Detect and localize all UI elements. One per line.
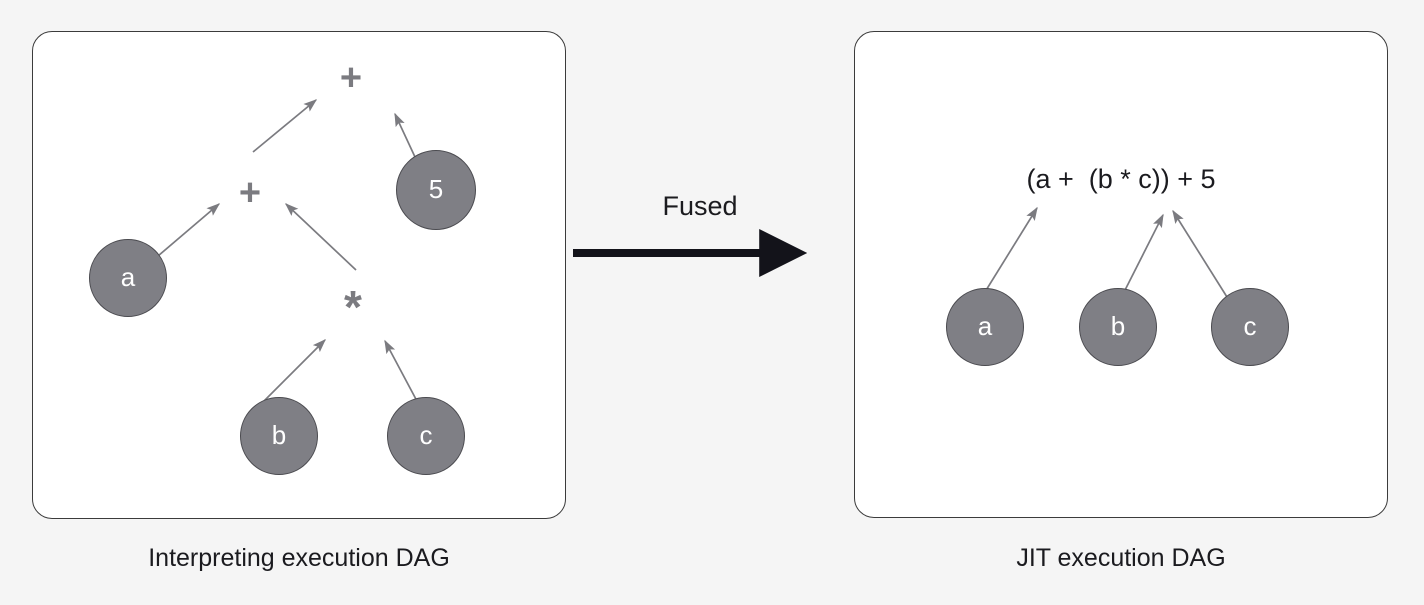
node-c-left-label: c bbox=[419, 420, 433, 450]
fused-label: Fused bbox=[662, 191, 738, 221]
node-c-left[interactable]: c bbox=[387, 397, 465, 475]
caption-jit-dag: JIT execution DAG bbox=[1016, 544, 1226, 572]
node-a-left[interactable]: a bbox=[89, 239, 167, 317]
node-b-left-label: b bbox=[271, 420, 287, 450]
node-five-left[interactable]: 5 bbox=[396, 150, 476, 230]
node-b-left[interactable]: b bbox=[240, 397, 318, 475]
node-b-right-label: b bbox=[1110, 311, 1126, 341]
jit-dag-panel bbox=[854, 31, 1388, 518]
node-a-right-label: a bbox=[977, 311, 993, 341]
node-five-left-label: 5 bbox=[428, 174, 444, 204]
operator-multiply: * bbox=[344, 281, 362, 333]
node-a-right[interactable]: a bbox=[946, 288, 1024, 366]
node-c-right-label: c bbox=[1243, 311, 1257, 341]
node-a-left-label: a bbox=[120, 262, 136, 292]
operator-plus-root: + bbox=[339, 57, 363, 99]
operator-plus-mid: + bbox=[238, 172, 262, 214]
fused-formula: (a + (b * c)) + 5 bbox=[1026, 164, 1216, 194]
node-c-right[interactable]: c bbox=[1211, 288, 1289, 366]
caption-interpreting-dag: Interpreting execution DAG bbox=[148, 544, 450, 572]
node-b-right[interactable]: b bbox=[1079, 288, 1157, 366]
